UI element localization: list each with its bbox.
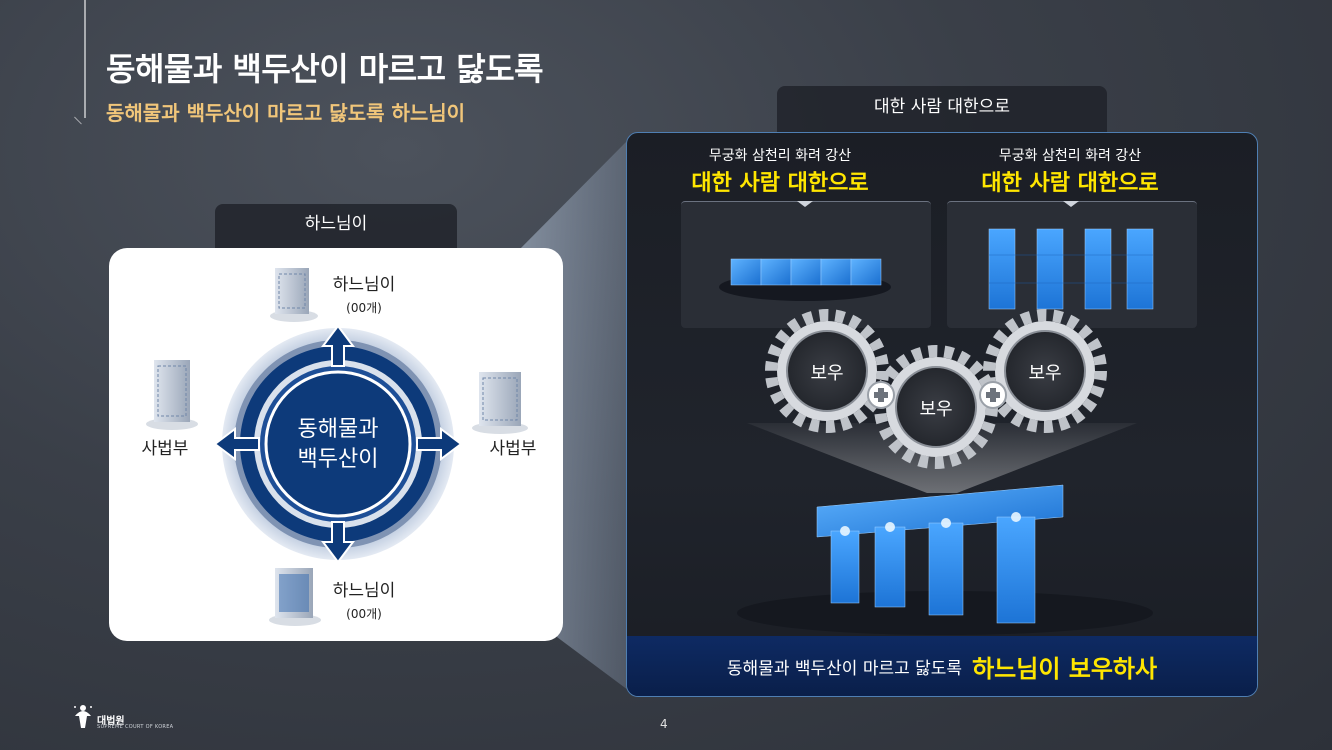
top-node-label: 하느님이 [333,275,396,295]
right-node-label: 사법부 [490,439,537,459]
left-caption-big: 대한 사람 대한으로 [691,171,869,196]
left-caption-small: 무궁화 삼천리 화려 강산 [708,148,852,164]
gear-label-1: 보우 [810,363,843,384]
building-icon-right [472,372,528,434]
panel-bottom-banner: 동해물과 백두산이 마르고 닳도록 하느님이 보우하사 [627,636,1257,696]
plus-icon-1 [867,381,895,409]
court-logo-subtext: SUPREME COURT OF KOREA [97,724,174,730]
court-logo-icon [74,705,92,728]
bottom-node-count: (00개) [346,607,382,621]
center-label-line2: 백두산이 [298,447,379,472]
building-icon-top [270,268,318,322]
top-node-count: (00개) [346,301,382,315]
right-caption-small: 무궁화 삼천리 화려 강산 [998,148,1142,164]
arrows [213,324,463,564]
org-diagram-card: 동해물과 백두산이 하느님이 (00개) 하느님이 (00개) 사법부 사법부 [109,248,563,641]
slide-subtitle: 동해물과 백두산이 마르고 닳도록 하느님이 [106,101,466,125]
building-icon-bottom [269,568,321,626]
page-number: 4 [660,717,668,731]
gear-icon-3 [983,309,1107,433]
left-section-tab[interactable]: 하느님이 [215,204,457,248]
header-accent-line [84,0,86,118]
right-illustration-box [947,201,1197,328]
banner-highlight: 하느님이 보우하사 [972,654,1158,683]
building-icon-left [146,360,198,430]
slide-title: 동해물과 백두산이 마르고 닳도록 [106,50,544,88]
gear-icon-1 [765,309,889,433]
org-diagram: 동해물과 백두산이 하느님이 (00개) 하느님이 (00개) 사법부 사법부 [142,268,537,626]
gear-label-2: 보우 [919,399,952,420]
gear-label-3: 보우 [1028,363,1061,384]
center-label-line1: 동해물과 [298,417,379,442]
court-logo-text: 대법원 [97,716,125,727]
bottom-node-label: 하느님이 [333,581,396,601]
bridge-illustration [737,484,1153,635]
right-caption-big: 대한 사람 대한으로 [981,171,1159,196]
right-panel: 무궁화 삼천리 화려 강산 대한 사람 대한으로 무궁화 삼천리 화려 강산 대… [626,132,1258,697]
right-illustration: 보우 보우 보우 [719,201,1154,635]
banner-text: 동해물과 백두산이 마르고 닳도록 [726,658,963,679]
left-node-label: 사법부 [142,439,189,459]
plus-icon-2 [979,381,1007,409]
right-section-tab[interactable]: 대한 사람 대한으로 [777,86,1107,132]
